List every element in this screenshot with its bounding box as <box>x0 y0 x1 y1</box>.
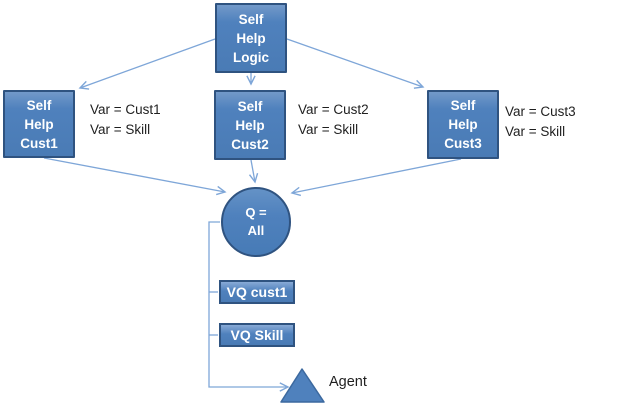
agent-label: Agent <box>329 374 367 390</box>
node-self-help-logic: Self Help Logic <box>215 3 287 73</box>
node-self-help-cust3: Self Help Cust3 <box>427 90 499 159</box>
connector-cust2-to-queue <box>248 159 259 184</box>
var-annotation-cust2: Var = Cust2 Var = Skill <box>298 102 369 137</box>
connector-root-to-cust3 <box>286 38 425 89</box>
var-annotation-cust3: Var = Cust3 Var = Skill <box>505 104 576 139</box>
connector-cust1-to-queue <box>43 157 227 196</box>
agent-triangle <box>280 368 325 403</box>
node-queue-all: Q = All <box>221 187 291 257</box>
node-vq-skill: VQ Skill <box>219 323 295 347</box>
node-self-help-cust1: Self Help Cust1 <box>3 90 75 158</box>
connector-root-to-cust1 <box>78 38 216 90</box>
connector-queue-to-agent <box>208 221 290 392</box>
node-self-help-cust2: Self Help Cust2 <box>214 90 286 160</box>
node-vq-cust1: VQ cust1 <box>219 280 295 304</box>
var-annotation-cust1: Var = Cust1 Var = Skill <box>90 102 161 137</box>
connector-cust3-to-queue <box>290 158 462 197</box>
